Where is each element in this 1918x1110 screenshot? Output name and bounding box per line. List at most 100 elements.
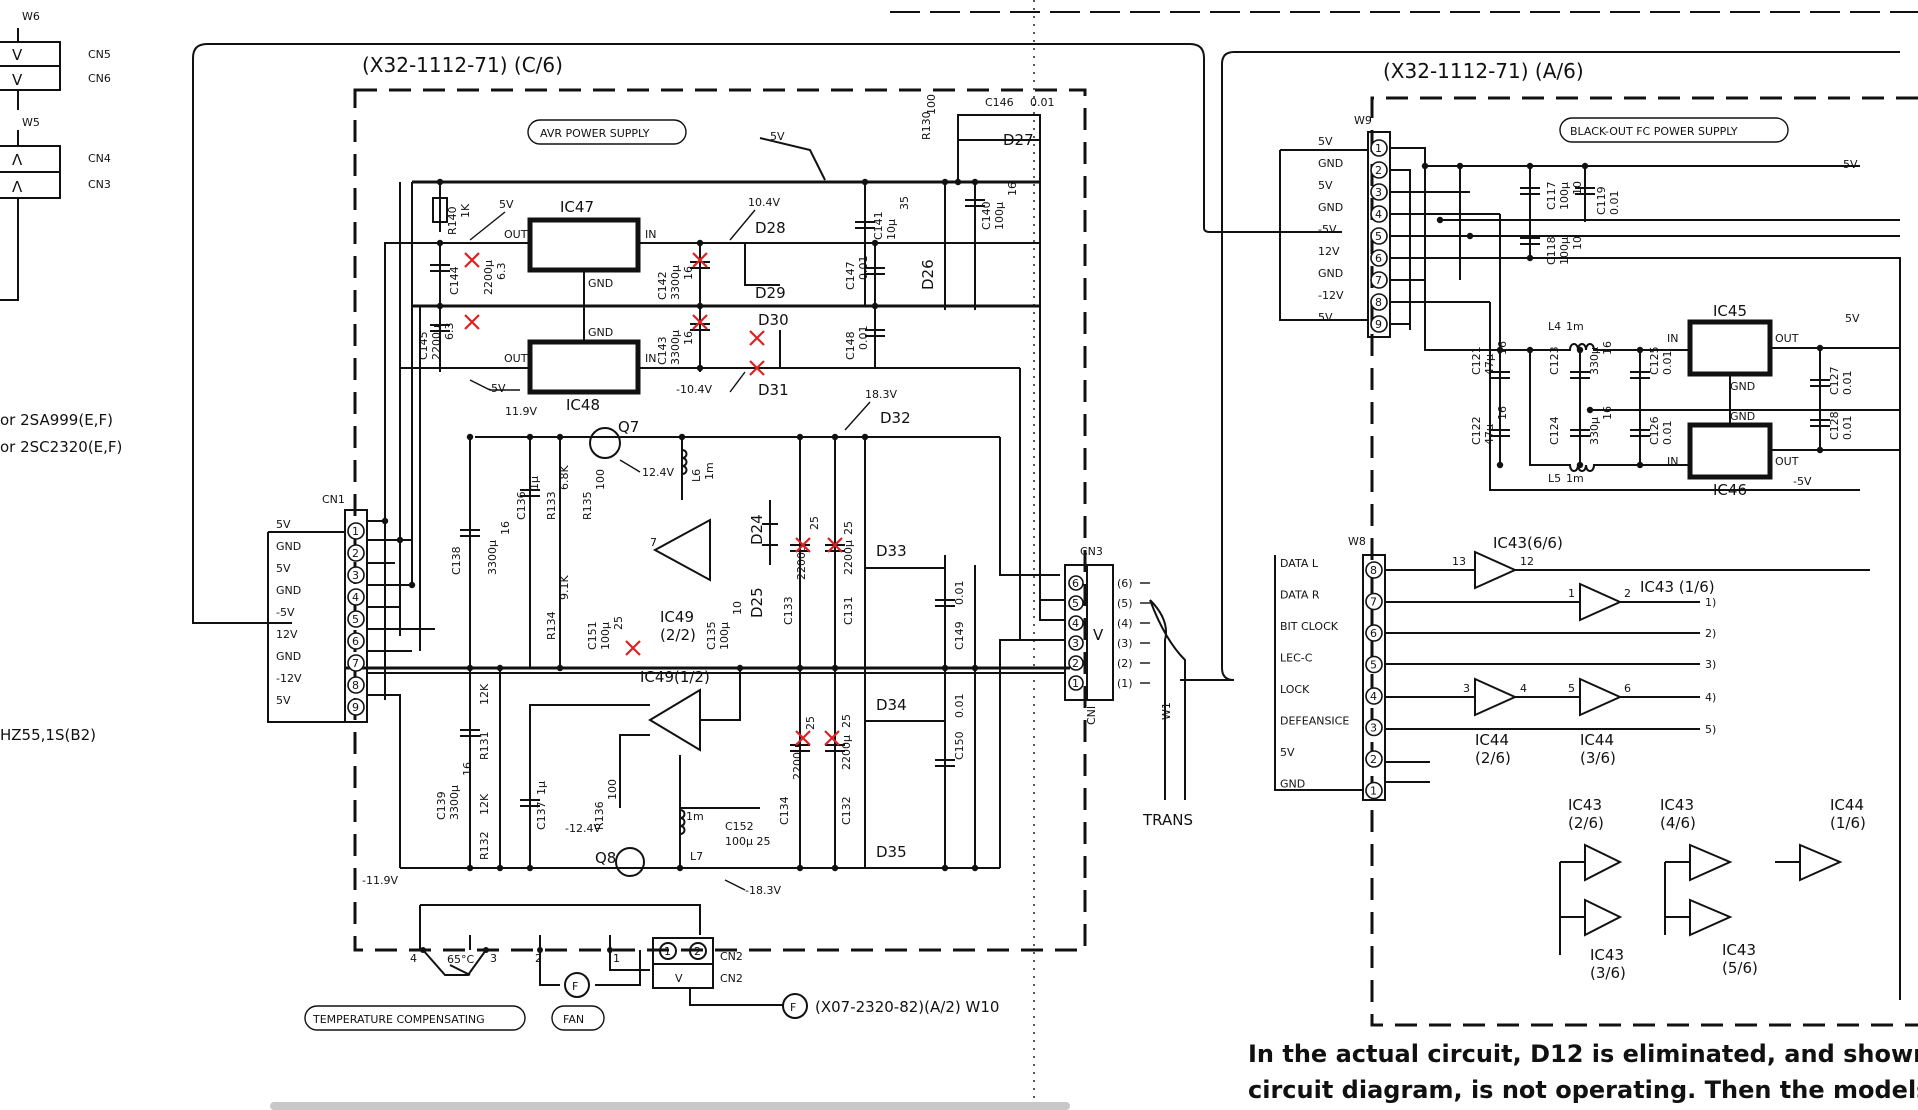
ic47-in: IN	[645, 228, 656, 241]
junction-dot	[696, 364, 704, 372]
c131-voltage: 25	[842, 521, 855, 535]
cn2-label-b: CN2	[720, 972, 743, 985]
note-2sa999: or 2SA999(E,F)	[0, 411, 113, 429]
w9-pin-number: 1	[1375, 142, 1382, 155]
red-x-mark	[625, 640, 641, 656]
c150-value: 0.01	[953, 694, 966, 719]
c143-voltage: 16	[682, 331, 695, 345]
c152-label: C152	[725, 820, 754, 833]
ic49b-label: IC49(1/2)	[640, 668, 710, 686]
cn1-connector: CN1	[267, 493, 368, 723]
cn1-pin-number: 8	[352, 679, 359, 692]
junction-dot	[556, 664, 564, 672]
cn1-pin-label: -5V	[276, 606, 295, 619]
ic49-opamp-lower	[648, 688, 701, 752]
w9-pin-number: 3	[1375, 186, 1382, 199]
c139-cap	[460, 668, 480, 868]
ic48	[527, 339, 641, 395]
rail-12v-right	[1530, 257, 1901, 1000]
ic46-in: IN	[1667, 455, 1678, 468]
c151-voltage: 25	[612, 616, 625, 630]
c134-value: 2200μ	[791, 745, 804, 780]
ic45-ic46-wiring	[1590, 347, 1900, 451]
ic48-in: IN	[645, 352, 656, 365]
cn3-pin-number: 2	[1072, 657, 1079, 670]
logic-output-tap: 2)	[1705, 627, 1716, 640]
junction-dot	[526, 433, 534, 441]
cn3-pin	[1068, 675, 1084, 691]
d34-label: D34	[876, 696, 907, 714]
c133-value: 2200μ	[795, 545, 808, 580]
c138-value: 3300μ	[486, 540, 499, 575]
c146-value: 0.01	[1030, 96, 1055, 109]
board-c6-outline	[353, 88, 1087, 952]
w9-pin	[1370, 271, 1388, 289]
cn3-label: CN3	[1080, 545, 1103, 558]
w9-pin-label: GND	[1318, 157, 1343, 170]
c141-voltage: 35	[898, 196, 911, 210]
spare-gates	[1559, 843, 1843, 955]
c138-cap	[460, 437, 480, 668]
r136-label: R136	[593, 801, 606, 830]
thermo-temp: 65°C	[447, 953, 474, 966]
svg-text:1: 1	[664, 945, 671, 958]
svg-text:(4/6): (4/6)	[1660, 814, 1696, 832]
w9-connector: W9	[1279, 114, 1391, 338]
c147-value: 0.01	[857, 256, 870, 281]
fan-wiring	[539, 950, 650, 986]
svg-text:5: 5	[1568, 682, 1575, 695]
junction-dot	[381, 517, 389, 525]
r140-value: 1K	[459, 203, 472, 218]
r130-value: 100	[925, 94, 938, 115]
w9-pin-label: 5V	[1318, 135, 1333, 148]
cn5-label: CN5	[88, 48, 111, 61]
w9-label: W9	[1354, 114, 1372, 127]
w8-pin-number: 6	[1370, 627, 1377, 640]
ic49a-label: IC49	[660, 608, 694, 626]
r131-value: 12K	[478, 683, 491, 705]
l6-inductor	[681, 437, 688, 500]
c145-label: C145	[417, 331, 430, 360]
cn3-pin	[1068, 615, 1084, 631]
cn4-symbol: Λ	[12, 151, 23, 169]
d33-label: D33	[876, 542, 907, 560]
c143-value: 3300μ	[669, 330, 682, 365]
junction-dot	[556, 433, 564, 441]
red-x-mark	[827, 537, 843, 553]
w8-pin-number: 8	[1370, 564, 1377, 577]
note-line-2: circuit diagram, is not operating. Then …	[1248, 1076, 1918, 1104]
junction-dot	[1816, 446, 1824, 454]
c136-value: 1μ	[528, 476, 541, 490]
c149-c150	[935, 565, 976, 868]
c127-label: C127	[1828, 366, 1841, 395]
c141-value: 10μ	[885, 219, 898, 240]
junction-dot	[696, 239, 704, 247]
logic-output-tap: 5)	[1705, 723, 1716, 736]
svg-text:1: 1	[1568, 587, 1575, 600]
junction-dot	[1456, 162, 1464, 170]
w9-pin	[1370, 183, 1388, 201]
ic48-out: OUT	[504, 352, 528, 365]
c126-value: 0.01	[1661, 421, 1674, 446]
thermo-pin4: 4	[410, 952, 417, 965]
fan-label: FAN	[551, 1005, 605, 1031]
cn1-pin-label: -12V	[276, 672, 302, 685]
c125-label: C125	[1648, 346, 1661, 375]
cn3-pin	[1068, 575, 1084, 591]
c139-voltage: 16	[461, 762, 474, 776]
horizontal-scrollbar[interactable]	[270, 1102, 1070, 1110]
q7-transistor	[589, 427, 621, 459]
cn1-pin-wiring	[367, 520, 1065, 868]
vm119-label: -11.9V	[362, 874, 398, 887]
note-2sc2320: or 2SC2320(E,F)	[0, 438, 122, 456]
thermo-pin3: 3	[490, 952, 497, 965]
ic49b-wiring	[529, 668, 741, 808]
c132-label: C132	[840, 796, 853, 825]
r133-label: R133	[545, 491, 558, 520]
v5-label: 5V	[499, 198, 514, 211]
w8-pin	[1365, 718, 1383, 737]
rail-5v-label: 5V	[770, 130, 785, 143]
junction-dot	[796, 664, 804, 672]
c134-voltage: 25	[804, 716, 817, 730]
